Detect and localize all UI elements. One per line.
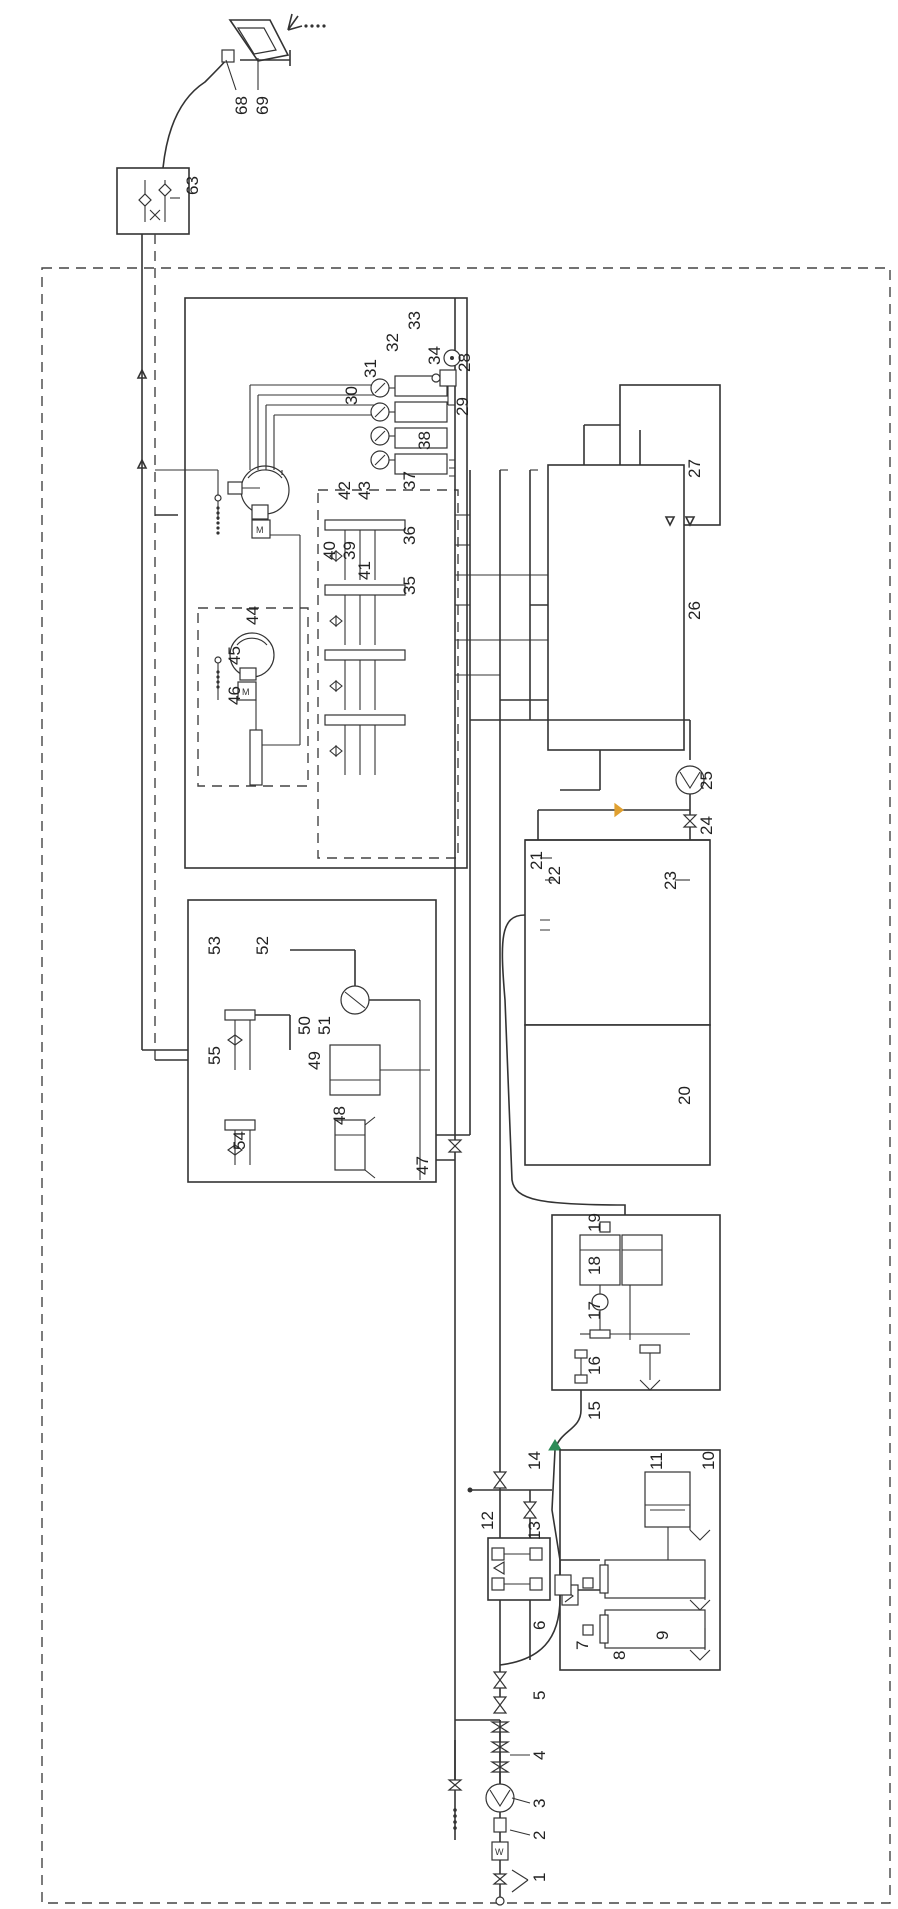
label-24: 24 <box>697 816 716 835</box>
part-labels: 1 2 3 4 5 6 7 8 9 10 11 12 13 14 15 16 1… <box>183 96 718 1882</box>
label-19: 19 <box>585 1213 604 1232</box>
label-30: 30 <box>342 386 361 405</box>
inlet-line-1-4: W <box>447 1719 515 1906</box>
motor-mark-standby: M <box>242 687 250 697</box>
left-trunk-lines <box>136 234 208 1060</box>
label-35: 35 <box>400 576 419 595</box>
valve-manifold-12-content <box>491 1547 543 1591</box>
label-52: 52 <box>253 936 272 955</box>
label-3: 3 <box>530 1799 549 1808</box>
label-49: 49 <box>305 1051 324 1070</box>
label-12: 12 <box>478 1511 497 1530</box>
label-39: 39 <box>340 541 359 560</box>
label-42: 42 <box>335 481 354 500</box>
label-21: 21 <box>527 851 546 870</box>
label-44: 44 <box>243 606 262 625</box>
label-29: 29 <box>453 397 472 416</box>
motor-mark-main: M <box>256 525 264 535</box>
label-51: 51 <box>315 1016 334 1035</box>
label-5: 5 <box>530 1691 549 1700</box>
pump-group-standby: M <box>214 632 300 786</box>
label-28: 28 <box>455 353 474 372</box>
standby-pump-group <box>197 607 309 787</box>
module-7-11-content <box>499 1471 711 1666</box>
label-17: 17 <box>585 1301 604 1320</box>
label-38: 38 <box>415 431 434 450</box>
water-meter-mark: W <box>495 1847 504 1857</box>
pump-25-line <box>470 719 705 840</box>
label-33: 33 <box>405 311 424 330</box>
label-40: 40 <box>320 541 339 560</box>
label-31: 31 <box>361 359 380 378</box>
tank-to-filter-line <box>501 914 626 1215</box>
label-68: 68 <box>232 96 251 115</box>
label-18: 18 <box>585 1256 604 1275</box>
flow-arrow <box>548 1439 562 1451</box>
module-47-55 <box>187 899 437 1183</box>
label-27: 27 <box>685 459 704 478</box>
dosing-pumps-30-33 <box>370 378 390 470</box>
label-23: 23 <box>661 871 680 890</box>
label-25: 25 <box>697 771 716 790</box>
inlet-valves-13-14 <box>467 720 572 1840</box>
leader-lines <box>170 58 531 1893</box>
label-7: 7 <box>573 1641 592 1650</box>
gauge-28-29 <box>431 349 461 406</box>
label-20: 20 <box>675 1086 694 1105</box>
valve-rack-group <box>317 489 459 859</box>
label-9: 9 <box>653 1631 672 1640</box>
label-4: 4 <box>530 1751 549 1760</box>
label-2: 2 <box>530 1831 549 1840</box>
pump-group-main: M <box>155 384 375 539</box>
label-10: 10 <box>699 1451 718 1470</box>
filter-to-softener-line <box>548 1390 582 1561</box>
label-13: 13 <box>525 1521 544 1540</box>
label-16: 16 <box>585 1356 604 1375</box>
unit-26-27-connections <box>500 424 696 791</box>
label-48: 48 <box>330 1106 349 1125</box>
label-55: 55 <box>205 1046 224 1065</box>
label-50: 50 <box>295 1016 314 1035</box>
label-11: 11 <box>647 1452 666 1470</box>
label-22: 22 <box>545 866 564 885</box>
label-69: 69 <box>253 96 272 115</box>
label-63: 63 <box>183 176 202 195</box>
valve-rack-rows <box>270 519 406 775</box>
unit-26 <box>547 464 685 751</box>
label-47: 47 <box>413 1156 432 1175</box>
label-41: 41 <box>355 561 374 580</box>
module-15-19-content <box>574 1221 690 1391</box>
hose-reel-68-69 <box>162 13 326 169</box>
label-1: 1 <box>530 1873 549 1882</box>
label-37: 37 <box>400 471 419 490</box>
label-8: 8 <box>610 1651 629 1660</box>
label-54: 54 <box>230 1131 249 1150</box>
remote-cabinet-63 <box>116 167 190 235</box>
label-6: 6 <box>530 1621 549 1630</box>
label-32: 32 <box>383 333 402 352</box>
tank-20 <box>524 802 711 1166</box>
label-43: 43 <box>355 481 374 500</box>
module-47-55-content <box>155 949 430 1180</box>
system-boundary <box>41 267 891 1904</box>
label-14: 14 <box>525 1451 544 1470</box>
label-36: 36 <box>400 526 419 545</box>
chemical-tanks-34 <box>389 375 448 475</box>
label-45: 45 <box>225 646 244 665</box>
label-15: 15 <box>585 1401 604 1420</box>
label-34: 34 <box>425 346 444 365</box>
label-46: 46 <box>225 686 244 705</box>
label-53: 53 <box>205 936 224 955</box>
label-26: 26 <box>685 601 704 620</box>
main-header-right <box>436 720 470 1840</box>
